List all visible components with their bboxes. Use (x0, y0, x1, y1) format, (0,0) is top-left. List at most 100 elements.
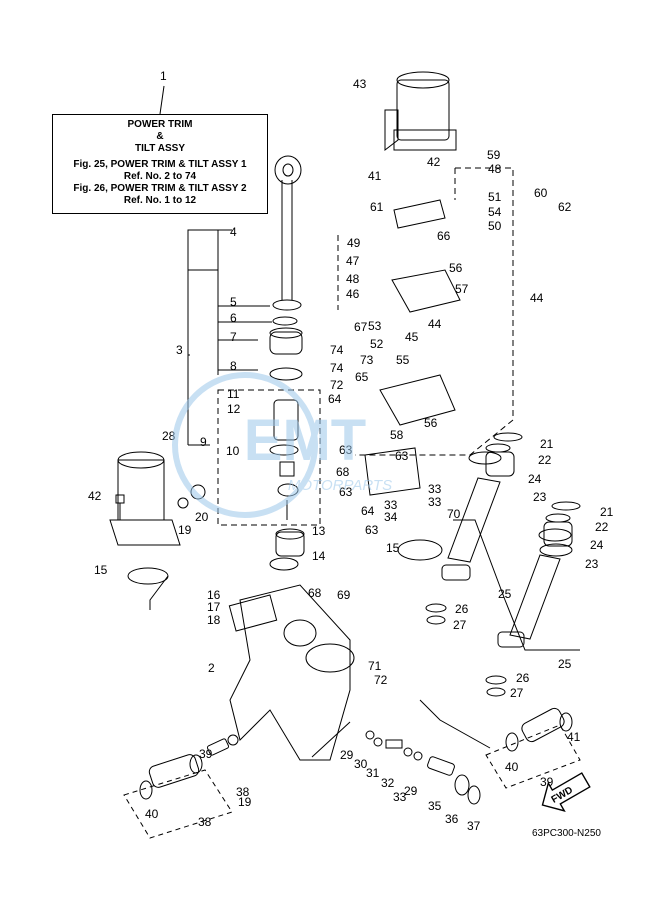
part-label-36: 36 (445, 812, 459, 826)
part-label-72: 72 (330, 378, 344, 392)
part-label-27: 27 (453, 618, 467, 632)
part-label-38: 38 (236, 785, 250, 799)
fig-25-ref: Fig. 25, POWER TRIM & TILT ASSY 1 (73, 159, 247, 170)
watermark-text: MOTORPARTS (288, 477, 392, 494)
part-label-32: 32 (381, 776, 395, 790)
part-label-40: 40 (145, 807, 159, 821)
watermark-logo: EMT MOTORPARTS (172, 372, 392, 518)
part-label-1: 1 (160, 69, 167, 83)
part-label-24: 24 (528, 472, 542, 486)
part-label-30: 30 (354, 757, 368, 771)
part-label-42: 42 (88, 489, 102, 503)
part-label-72: 72 (374, 673, 388, 687)
part-label-7: 7 (230, 330, 237, 344)
part-label-63: 63 (395, 449, 409, 463)
part-label-15: 15 (94, 563, 108, 577)
part-label-44: 44 (428, 317, 442, 331)
part-label-66: 66 (437, 229, 451, 243)
part-label-15: 15 (386, 541, 400, 555)
part-label-39: 39 (199, 747, 213, 761)
title-line-1: POWER TRIM (127, 119, 193, 130)
part-label-18: 18 (207, 613, 221, 627)
part-label-43: 43 (353, 77, 367, 91)
part-label-64: 64 (328, 392, 342, 406)
part-label-41: 41 (567, 730, 581, 744)
part-label-25: 25 (558, 657, 572, 671)
part-label-63: 63 (339, 485, 353, 499)
part-label-48: 48 (488, 162, 502, 176)
part-label-74: 74 (330, 361, 344, 375)
part-label-57: 57 (455, 282, 469, 296)
part-label-62: 62 (558, 200, 572, 214)
part-label-26: 26 (455, 602, 469, 616)
part-label-23: 23 (585, 557, 599, 571)
part-label-29: 29 (340, 748, 354, 762)
part-label-21: 21 (600, 505, 614, 519)
part-label-40: 40 (505, 760, 519, 774)
part-label-11: 11 (227, 387, 240, 401)
part-label-65: 65 (355, 370, 369, 384)
part-label-24: 24 (590, 538, 604, 552)
part-label-38: 38 (198, 815, 212, 829)
part-label-27: 27 (510, 686, 524, 700)
part-label-44: 44 (530, 291, 544, 305)
part-label-74: 74 (330, 343, 344, 357)
part-label-29: 29 (404, 784, 418, 798)
fig-26-range: Ref. No. 1 to 12 (123, 195, 197, 206)
part-label-53: 53 (368, 319, 382, 333)
part-label-48: 48 (346, 272, 360, 286)
title-line-3: TILT ASSY (135, 143, 185, 154)
part-label-49: 49 (347, 236, 361, 250)
part-label-22: 22 (595, 520, 609, 534)
part-label-26: 26 (516, 671, 530, 685)
part-label-16: 16 (207, 588, 221, 602)
part-label-12: 12 (227, 402, 241, 416)
part-label-37: 37 (467, 819, 481, 833)
part-label-63: 63 (365, 523, 379, 537)
part-label-3: 3 (176, 343, 183, 357)
part-label-22: 22 (538, 453, 552, 467)
part-label-68: 68 (336, 465, 350, 479)
part-label-58: 58 (390, 428, 404, 442)
part-label-21: 21 (540, 437, 554, 451)
part-label-33: 33 (393, 790, 407, 804)
part-label-17: 17 (207, 600, 221, 614)
part-label-54: 54 (488, 205, 502, 219)
diagram-code: 63PC300-N250 (532, 828, 601, 839)
part-label-10: 10 (226, 444, 240, 458)
part-label-50: 50 (488, 219, 502, 233)
part-label-25: 25 (498, 587, 512, 601)
svg-text:EMT: EMT (244, 408, 366, 473)
part-label-60: 60 (534, 186, 548, 200)
part-label-34: 34 (384, 510, 398, 524)
forward-arrow-icon: FWD (541, 772, 591, 812)
part-label-52: 52 (370, 337, 384, 351)
part-label-31: 31 (366, 766, 380, 780)
part-label-5: 5 (230, 295, 237, 309)
fig-26-ref: Fig. 26, POWER TRIM & TILT ASSY 2 (73, 183, 247, 194)
part-label-19: 19 (238, 795, 252, 809)
part-label-56: 56 (424, 416, 438, 430)
part-label-55: 55 (396, 353, 410, 367)
part-label-19: 19 (178, 523, 192, 537)
part-label-33: 33 (428, 482, 442, 496)
part-label-67: 67 (354, 320, 368, 334)
title-line-2: & (156, 131, 164, 142)
part-label-20: 20 (195, 510, 209, 524)
part-label-70: 70 (447, 507, 461, 521)
part-label-41: 41 (368, 169, 382, 183)
part-label-42: 42 (427, 155, 441, 169)
part-label-61: 61 (370, 200, 384, 214)
part-label-4: 4 (230, 225, 237, 239)
part-label-45: 45 (405, 330, 419, 344)
title-box: POWER TRIM & TILT ASSY Fig. 25, POWER TR… (52, 114, 268, 214)
part-label-56: 56 (449, 261, 463, 275)
part-label-6: 6 (230, 311, 237, 325)
part-label-2: 2 (208, 661, 215, 675)
part-label-23: 23 (533, 490, 547, 504)
part-label-33: 33 (428, 495, 442, 509)
part-label-73: 73 (360, 353, 374, 367)
part-label-8: 8 (230, 359, 237, 373)
part-label-64: 64 (361, 504, 375, 518)
part-label-13: 13 (312, 524, 326, 538)
